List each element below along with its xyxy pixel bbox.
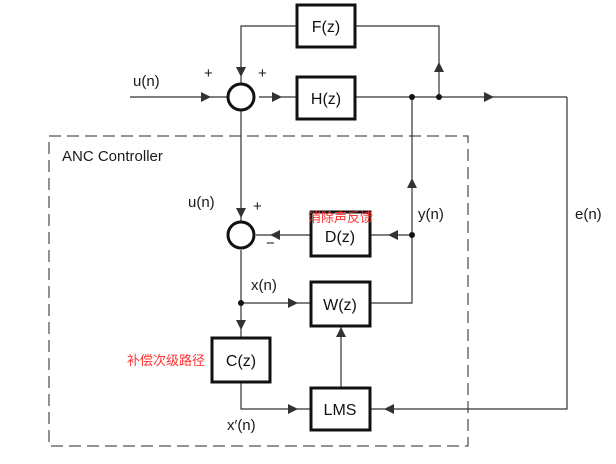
- signal-x: x(n): [251, 277, 277, 294]
- block-h-label: H(z): [311, 91, 341, 108]
- signal-x-prime: x′(n): [227, 417, 256, 434]
- arrow-x-to-w: [288, 298, 298, 308]
- arrow-d-to-sum: [270, 230, 280, 240]
- arrow-y-up: [407, 178, 417, 188]
- arrowheads: [201, 62, 494, 414]
- arrow-to-h: [272, 92, 282, 102]
- block-c-label: C(z): [226, 353, 256, 370]
- arrow-lms-to-w: [336, 327, 346, 337]
- sign-top-left: +: [204, 65, 213, 82]
- sign-top-right: +: [258, 65, 267, 82]
- signal-u-inner: u(n): [188, 194, 215, 211]
- signal-e: e(n): [575, 206, 602, 223]
- signal-u-input: u(n): [133, 73, 160, 90]
- block-h: H(z): [295, 75, 357, 121]
- arrow-u-inner: [236, 208, 246, 218]
- block-lms: LMS: [309, 386, 372, 432]
- block-lms-label: LMS: [324, 402, 357, 419]
- summing-junction-main: [226, 82, 256, 112]
- block-f-label: F(z): [312, 19, 340, 36]
- block-w: W(z): [309, 280, 372, 328]
- sign-inner-plus: +: [253, 198, 262, 215]
- arrow-output: [484, 92, 494, 102]
- arrow-e-to-lms: [384, 404, 394, 414]
- arrow-u-input: [201, 92, 211, 102]
- anc-controller-boundary: [48, 135, 469, 447]
- arrow-to-c: [236, 320, 246, 330]
- block-c: C(z): [210, 336, 272, 384]
- anc-controller-label: ANC Controller: [62, 148, 163, 165]
- wires: [130, 25, 568, 410]
- arrow-to-d: [388, 230, 398, 240]
- arrow-xprime-to-lms: [288, 404, 298, 414]
- junction-dots: [238, 94, 442, 306]
- summing-junction-inner: [226, 220, 256, 250]
- arrow-to-f: [434, 62, 444, 72]
- sign-inner-minus: −: [266, 235, 275, 252]
- block-w-label: W(z): [323, 297, 357, 314]
- arrow-f-to-sum: [236, 67, 246, 77]
- annotation-feedback-cancel: 消除声反馈: [308, 211, 373, 226]
- block-d-label: D(z): [325, 229, 355, 246]
- annotation-secondary-path: 补偿次级路径: [127, 353, 205, 369]
- signal-y: y(n): [418, 206, 444, 223]
- block-f: F(z): [295, 3, 357, 49]
- block-d: D(z): [309, 210, 372, 258]
